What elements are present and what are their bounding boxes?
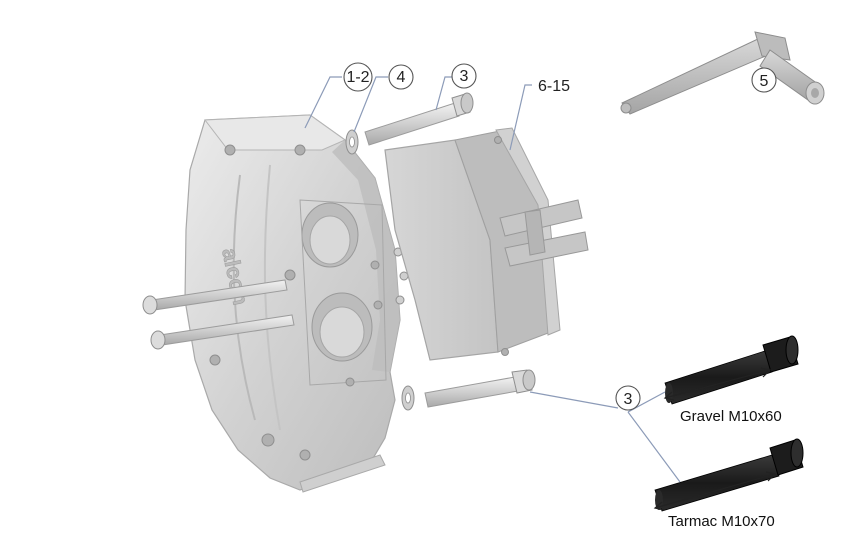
callout-tool: 5 xyxy=(751,67,777,93)
callout-washer: 4 xyxy=(388,64,414,90)
washer xyxy=(345,129,359,155)
brake-pads xyxy=(384,127,589,361)
callout-bolt-lower: 3 xyxy=(615,385,641,411)
svg-text:4: 4 xyxy=(397,69,406,86)
caliper-mounting-bolt-lower xyxy=(150,314,295,350)
svg-text:6-15: 6-15 xyxy=(538,78,570,95)
callout-pads: 6-15 xyxy=(538,78,570,95)
dimension-arrow-gravel xyxy=(663,367,772,401)
svg-text:1-2: 1-2 xyxy=(346,69,369,86)
caliper-mounting-bolt-upper xyxy=(142,279,288,315)
caption-tarmac-bolt: Tarmac M10x70 xyxy=(668,513,775,530)
bolt-top xyxy=(364,92,474,146)
caliper-body: alcon xyxy=(184,114,401,493)
svg-text:5: 5 xyxy=(760,73,769,90)
svg-text:3: 3 xyxy=(624,391,633,408)
washer-lower xyxy=(401,385,415,411)
callout-bolt-top: 3 xyxy=(451,63,477,89)
dimension-arrow-tarmac xyxy=(653,471,777,511)
svg-text:3: 3 xyxy=(460,68,469,85)
bolt-option-tarmac xyxy=(654,438,804,512)
callout-caliper: 1-2 xyxy=(343,62,373,92)
pad-tool xyxy=(620,31,825,115)
caption-gravel-bolt: Gravel M10x60 xyxy=(680,408,782,425)
bolt-option-gravel xyxy=(664,335,799,405)
bolt-lower xyxy=(424,369,536,408)
